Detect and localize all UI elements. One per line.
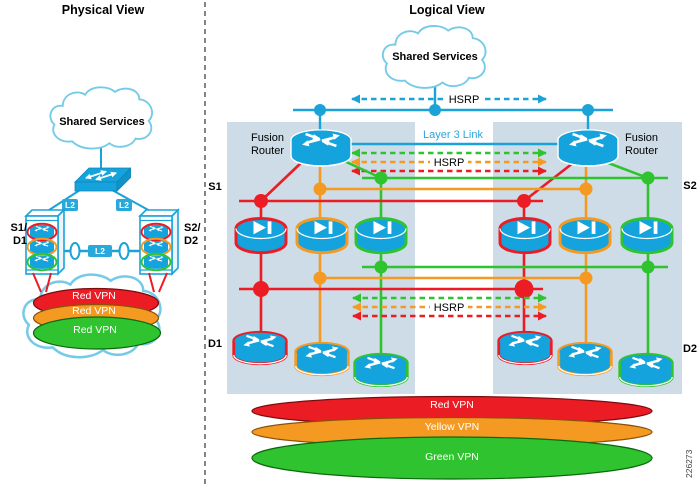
junction-dot-green [374,260,388,274]
bus-junction-dot [314,104,326,116]
l2-badge-middle-label: L2 [95,246,105,256]
l2-badge-right-label: L2 [119,200,129,210]
l2-badge-left [62,199,78,211]
fusion-green-downlink [602,159,649,180]
shared-services-label: Shared Services [59,116,145,128]
fusion-right-label-line1: Fusion [625,132,658,144]
switch-stack-s1d1-icon [26,210,64,274]
fusion-router-left-icon [289,128,353,168]
stack-to-vpn-link [32,272,42,293]
junction-dot-orange [579,271,593,285]
l2-badge-middle [88,245,112,257]
logical-view-title: Logical View [409,3,485,17]
junction-dot-red [514,279,534,299]
shared-switch-icon [75,168,131,191]
pod-label-s1: S1 [208,181,221,193]
pod-label-s2: S2 [683,180,696,192]
logical-green-vpn-label: Green VPN [425,451,479,463]
physical-green-vpn-label: Red VPN [73,324,117,336]
logical-green-vpn-ellipse [251,436,653,480]
s1-green-vpn-switch-icon [354,216,408,255]
switch-stack-s2d2-icon [140,210,178,274]
fusion-left-label-line1: Fusion [251,132,284,144]
bus-junction-dot [429,104,441,116]
physical-red-vpn-label: Red VPN [72,290,116,302]
figure-number: 226273 [684,449,694,478]
layer3-link-label: Layer 3 Link [423,129,483,141]
logical-yellow-vpn-label: Yellow VPN [425,421,479,433]
stack-to-vpn-link [45,272,52,293]
stack-to-vpn-link [148,272,155,293]
fusion-red-downlink [260,160,304,202]
d1-green-vpn-router-icon [353,352,409,388]
fusion-green-downlink [341,158,382,180]
stack-to-vpn-link [158,272,168,293]
logical-red-vpn-label: Red VPN [430,399,474,411]
junction-dot-green [641,260,655,274]
junction-dot-orange [579,182,593,196]
junction-dot-green [374,171,388,185]
physical-yellow-vpn-label: Red VPN [72,305,116,317]
junction-dot-orange [313,182,327,196]
stack-left-label-line2: D1 [13,235,27,247]
d2-yellow-vpn-router-icon [557,341,613,377]
d1-red-vpn-router-icon [232,330,288,366]
hsrp-top-label-bg [446,92,482,105]
shared-services-label: Shared Services [392,51,478,63]
stack-right-label-line1: S2/ [184,222,201,234]
etherchannel-coil-icon [118,242,130,260]
l2-badge-left-label: L2 [65,200,75,210]
s1-yellow-vpn-switch-icon [295,216,349,255]
physical-view-title: Physical View [62,3,145,17]
hsrp-middle-label-bg [430,155,468,169]
junction-dot-red [254,194,268,208]
etherchannel-coil-icon [69,242,81,260]
stack-right-label-line2: D2 [184,235,198,247]
pod-label-d1: D1 [208,338,222,350]
bus-junction-dot [582,104,594,116]
s1-red-vpn-switch-icon [234,216,288,255]
hsrp-middle-label: HSRP [434,157,465,169]
junction-dot-red [253,281,269,297]
pod-label-d2: D2 [683,343,697,355]
hsrp-bottom-label: HSRP [434,302,465,314]
logical-view: HSRP Shared Services Layer 3 Link HSRP [208,25,697,480]
d2-red-vpn-router-icon [497,330,553,366]
junction-dot-green [641,171,655,185]
junction-dot-orange [313,271,327,285]
physical-green-vpn-ellipse [32,316,162,350]
s2-green-vpn-switch-icon [620,216,674,255]
fusion-left-label-line2: Router [251,145,284,157]
junction-dot-red [517,194,531,208]
d2-green-vpn-router-icon [618,352,674,388]
hsrp-bottom-label-bg [430,300,468,314]
fusion-router-right-icon [556,128,620,168]
s2-red-vpn-switch-icon [498,216,552,255]
physical-view: Shared Services L2 L2 L2 S1/ D1 S2/ D2 R… [10,86,201,359]
l2-badge-right [116,199,132,211]
s2-yellow-vpn-switch-icon [558,216,612,255]
stack-left-label-line1: S1/ [10,222,27,234]
fusion-right-label-line2: Router [625,145,658,157]
fusion-red-downlink [523,161,574,203]
hsrp-top-label: HSRP [449,94,480,106]
d1-yellow-vpn-router-icon [294,341,350,377]
